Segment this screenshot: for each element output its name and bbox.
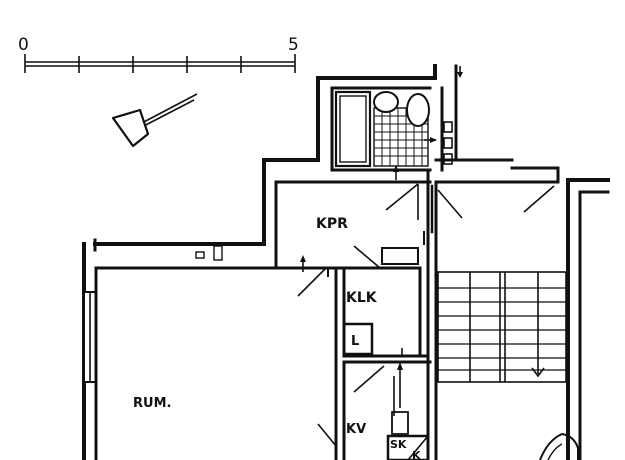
room-label-sk-top: SK (390, 438, 407, 451)
room-label-kpr: KPR (316, 216, 348, 232)
room-label-kv: KV (346, 422, 366, 437)
scale-start-label: 0 (18, 35, 29, 55)
north-arrow-icon (111, 93, 198, 148)
scale-bar: 0 5 (18, 35, 299, 73)
room-labels: KPR KLK L RUM. KV SK K (133, 216, 421, 460)
room-label-l: L (351, 334, 359, 349)
staircase (437, 271, 579, 460)
bathroom-fixtures (334, 66, 463, 168)
room-label-klk: KLK (346, 290, 378, 306)
walls (82, 64, 610, 460)
door-swings (195, 137, 555, 447)
scale-end-label: 5 (288, 35, 299, 55)
room-label-sk-bottom: K (412, 449, 421, 460)
room-label-rum: RUM. (133, 396, 171, 411)
